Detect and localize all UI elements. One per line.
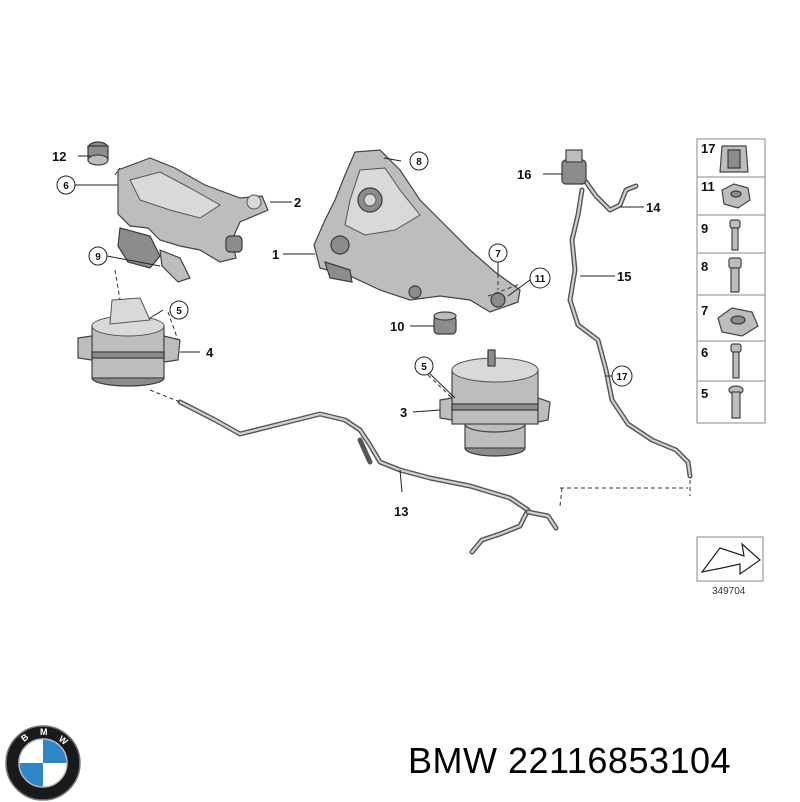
side-num-17: 17	[701, 141, 715, 156]
vacuum-line-14	[583, 179, 639, 213]
vacuum-line-13	[177, 399, 559, 555]
callout-circle-9: 9	[88, 246, 108, 266]
connector-16	[561, 149, 587, 185]
callout-circle-8: 8	[409, 151, 429, 171]
arrow-icon	[700, 542, 761, 576]
vacuum-line-15	[567, 187, 693, 479]
callout-1: 1	[272, 247, 279, 262]
callout-13: 13	[394, 504, 408, 519]
plain-callouts: 12 2 1 4 10 3 13 16 14 15	[52, 149, 661, 519]
callout-12: 12	[52, 149, 66, 164]
engine-mount-right	[439, 349, 551, 457]
engine-bracket-left	[117, 157, 269, 283]
svg-text:7: 7	[495, 249, 501, 260]
callout-circle-6: 6	[56, 175, 76, 195]
part-title: BMW 22116853104	[408, 740, 732, 781]
rubber-stop-12	[87, 141, 109, 166]
callout-circle-5a: 5	[169, 300, 189, 320]
rubber-stop-10	[433, 311, 457, 335]
callout-16: 16	[517, 167, 531, 182]
callout-10: 10	[390, 319, 404, 334]
side-num-9: 9	[701, 221, 708, 236]
engine-support-arm	[313, 149, 521, 313]
side-num-7: 7	[701, 303, 708, 318]
callout-circle-7: 7	[488, 243, 508, 263]
svg-text:11: 11	[535, 274, 546, 285]
side-num-5: 5	[701, 386, 708, 401]
engine-mount-left	[77, 297, 181, 387]
svg-text:B: B	[19, 731, 31, 743]
callout-circle-5b: 5	[414, 356, 434, 376]
svg-text:8: 8	[416, 157, 422, 168]
svg-text:M: M	[40, 727, 48, 737]
callout-15: 15	[617, 269, 631, 284]
svg-text:9: 9	[95, 252, 101, 263]
svg-text:6: 6	[63, 181, 69, 192]
callout-circle-11: 11	[529, 267, 551, 289]
parts-diagram: 12 2 1 4 10 3 13 16 14 15 6 9 5 8 7	[52, 138, 766, 597]
side-num-8: 8	[701, 259, 708, 274]
callout-circle-17: 17	[611, 365, 633, 387]
diagram-code: 349704	[712, 586, 746, 597]
callout-2: 2	[294, 195, 301, 210]
circled-callouts: 6 9 5 8 7 11 5 17	[56, 151, 633, 387]
leader-lines	[74, 155, 644, 493]
side-parts-legend: 17 11 9 8 7 6 5	[696, 138, 766, 424]
callout-14: 14	[646, 200, 661, 215]
dashed-guides	[114, 167, 691, 507]
side-num-11: 11	[701, 179, 715, 194]
svg-text:17: 17	[616, 372, 628, 383]
svg-text:5: 5	[176, 306, 182, 317]
diagram-reference: 349704	[696, 536, 764, 597]
callout-3: 3	[400, 405, 407, 420]
callout-4: 4	[206, 345, 214, 360]
side-num-6: 6	[701, 345, 708, 360]
bmw-logo: B M W	[5, 725, 81, 801]
svg-text:5: 5	[421, 362, 427, 373]
